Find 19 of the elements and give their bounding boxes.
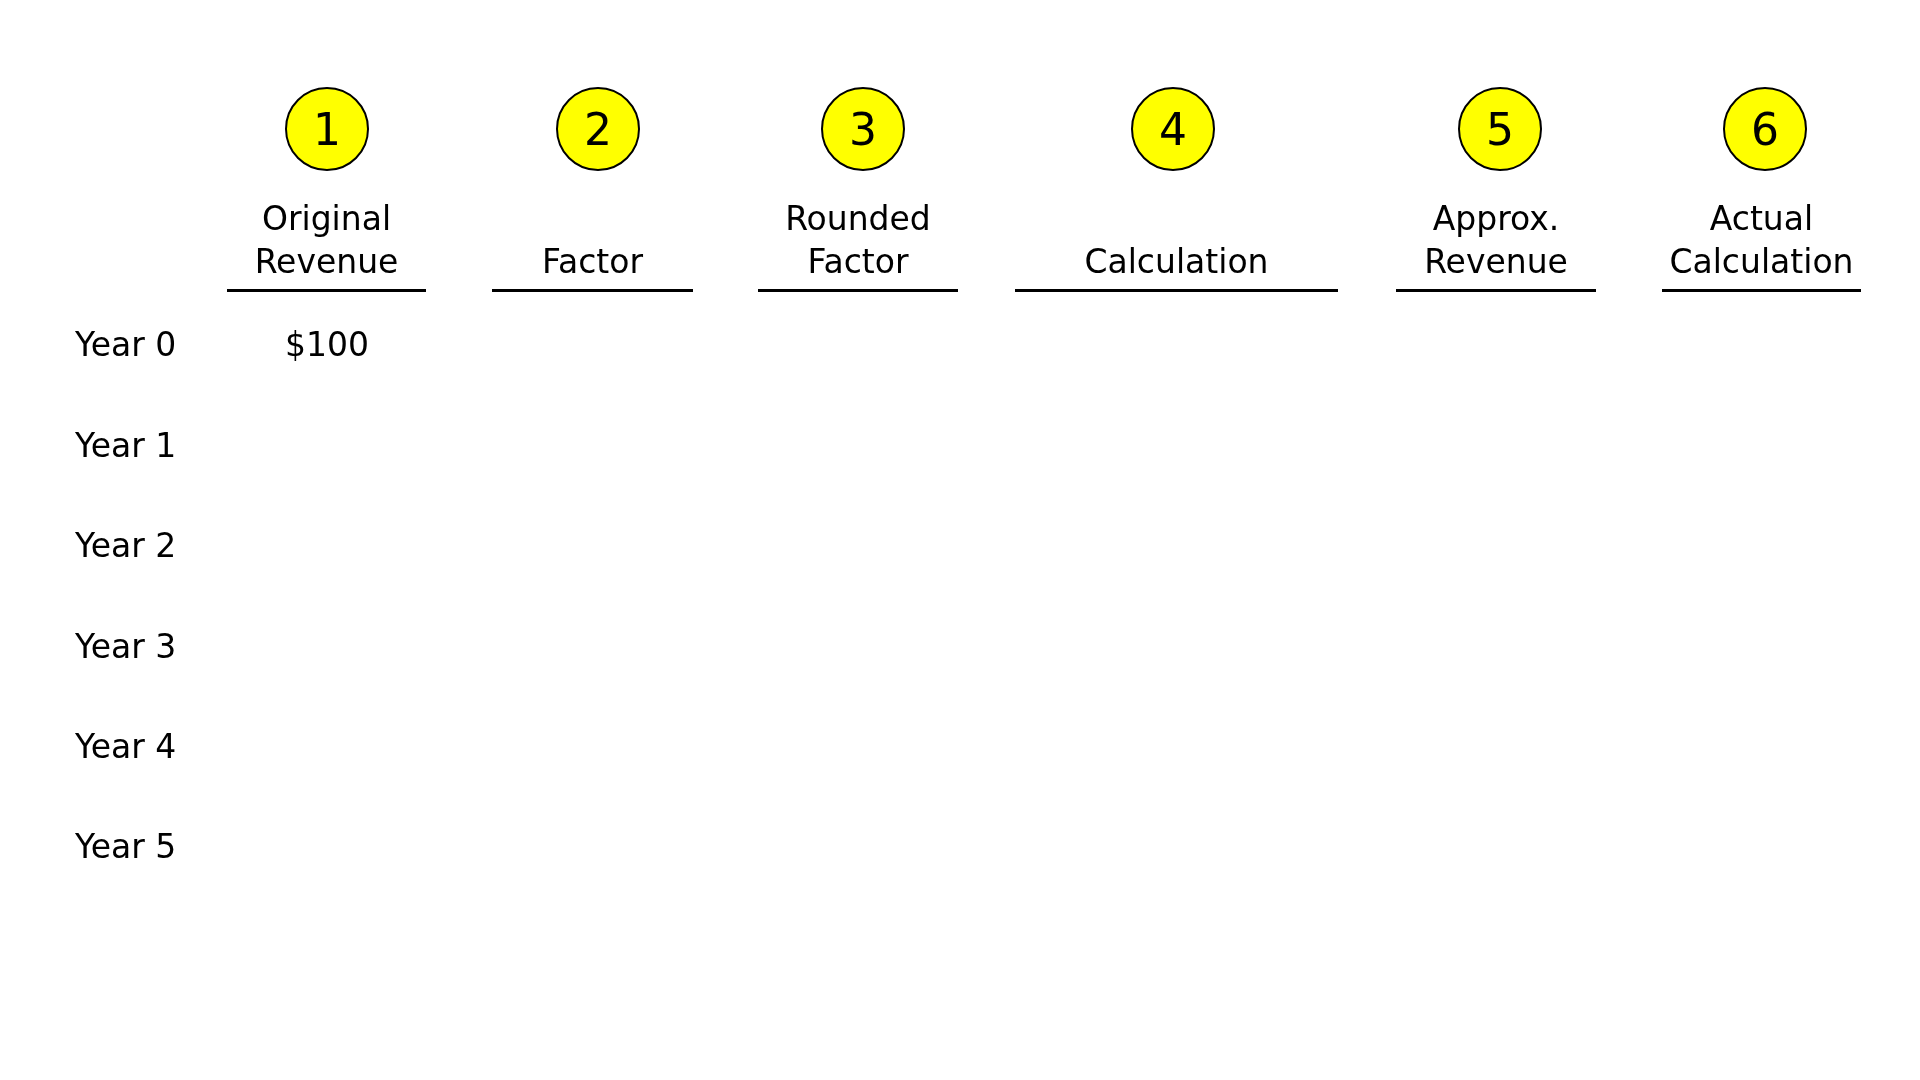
column-header: Rounded Factor — [784, 198, 932, 283]
number-circle: 3 — [821, 87, 905, 171]
number-circle: 4 — [1131, 87, 1215, 171]
cell-value: $100 — [285, 325, 369, 365]
row-label: Year 5 — [75, 827, 177, 867]
row-label: Year 2 — [75, 526, 177, 566]
column-header: Actual Calculation — [1668, 198, 1855, 283]
column-header: Approx. Revenue — [1423, 198, 1569, 283]
row-label: Year 1 — [75, 426, 177, 466]
column-header: Calculation — [1083, 241, 1270, 283]
row-label: Year 4 — [75, 727, 177, 767]
number-circle: 5 — [1458, 87, 1542, 171]
number-circle: 2 — [556, 87, 640, 171]
row-label: Year 0 — [75, 325, 177, 365]
number-circle: 1 — [285, 87, 369, 171]
row-label: Year 3 — [75, 627, 177, 667]
column-header: Factor — [541, 241, 644, 283]
column-header: Original Revenue — [253, 198, 400, 283]
number-circle: 6 — [1723, 87, 1807, 171]
